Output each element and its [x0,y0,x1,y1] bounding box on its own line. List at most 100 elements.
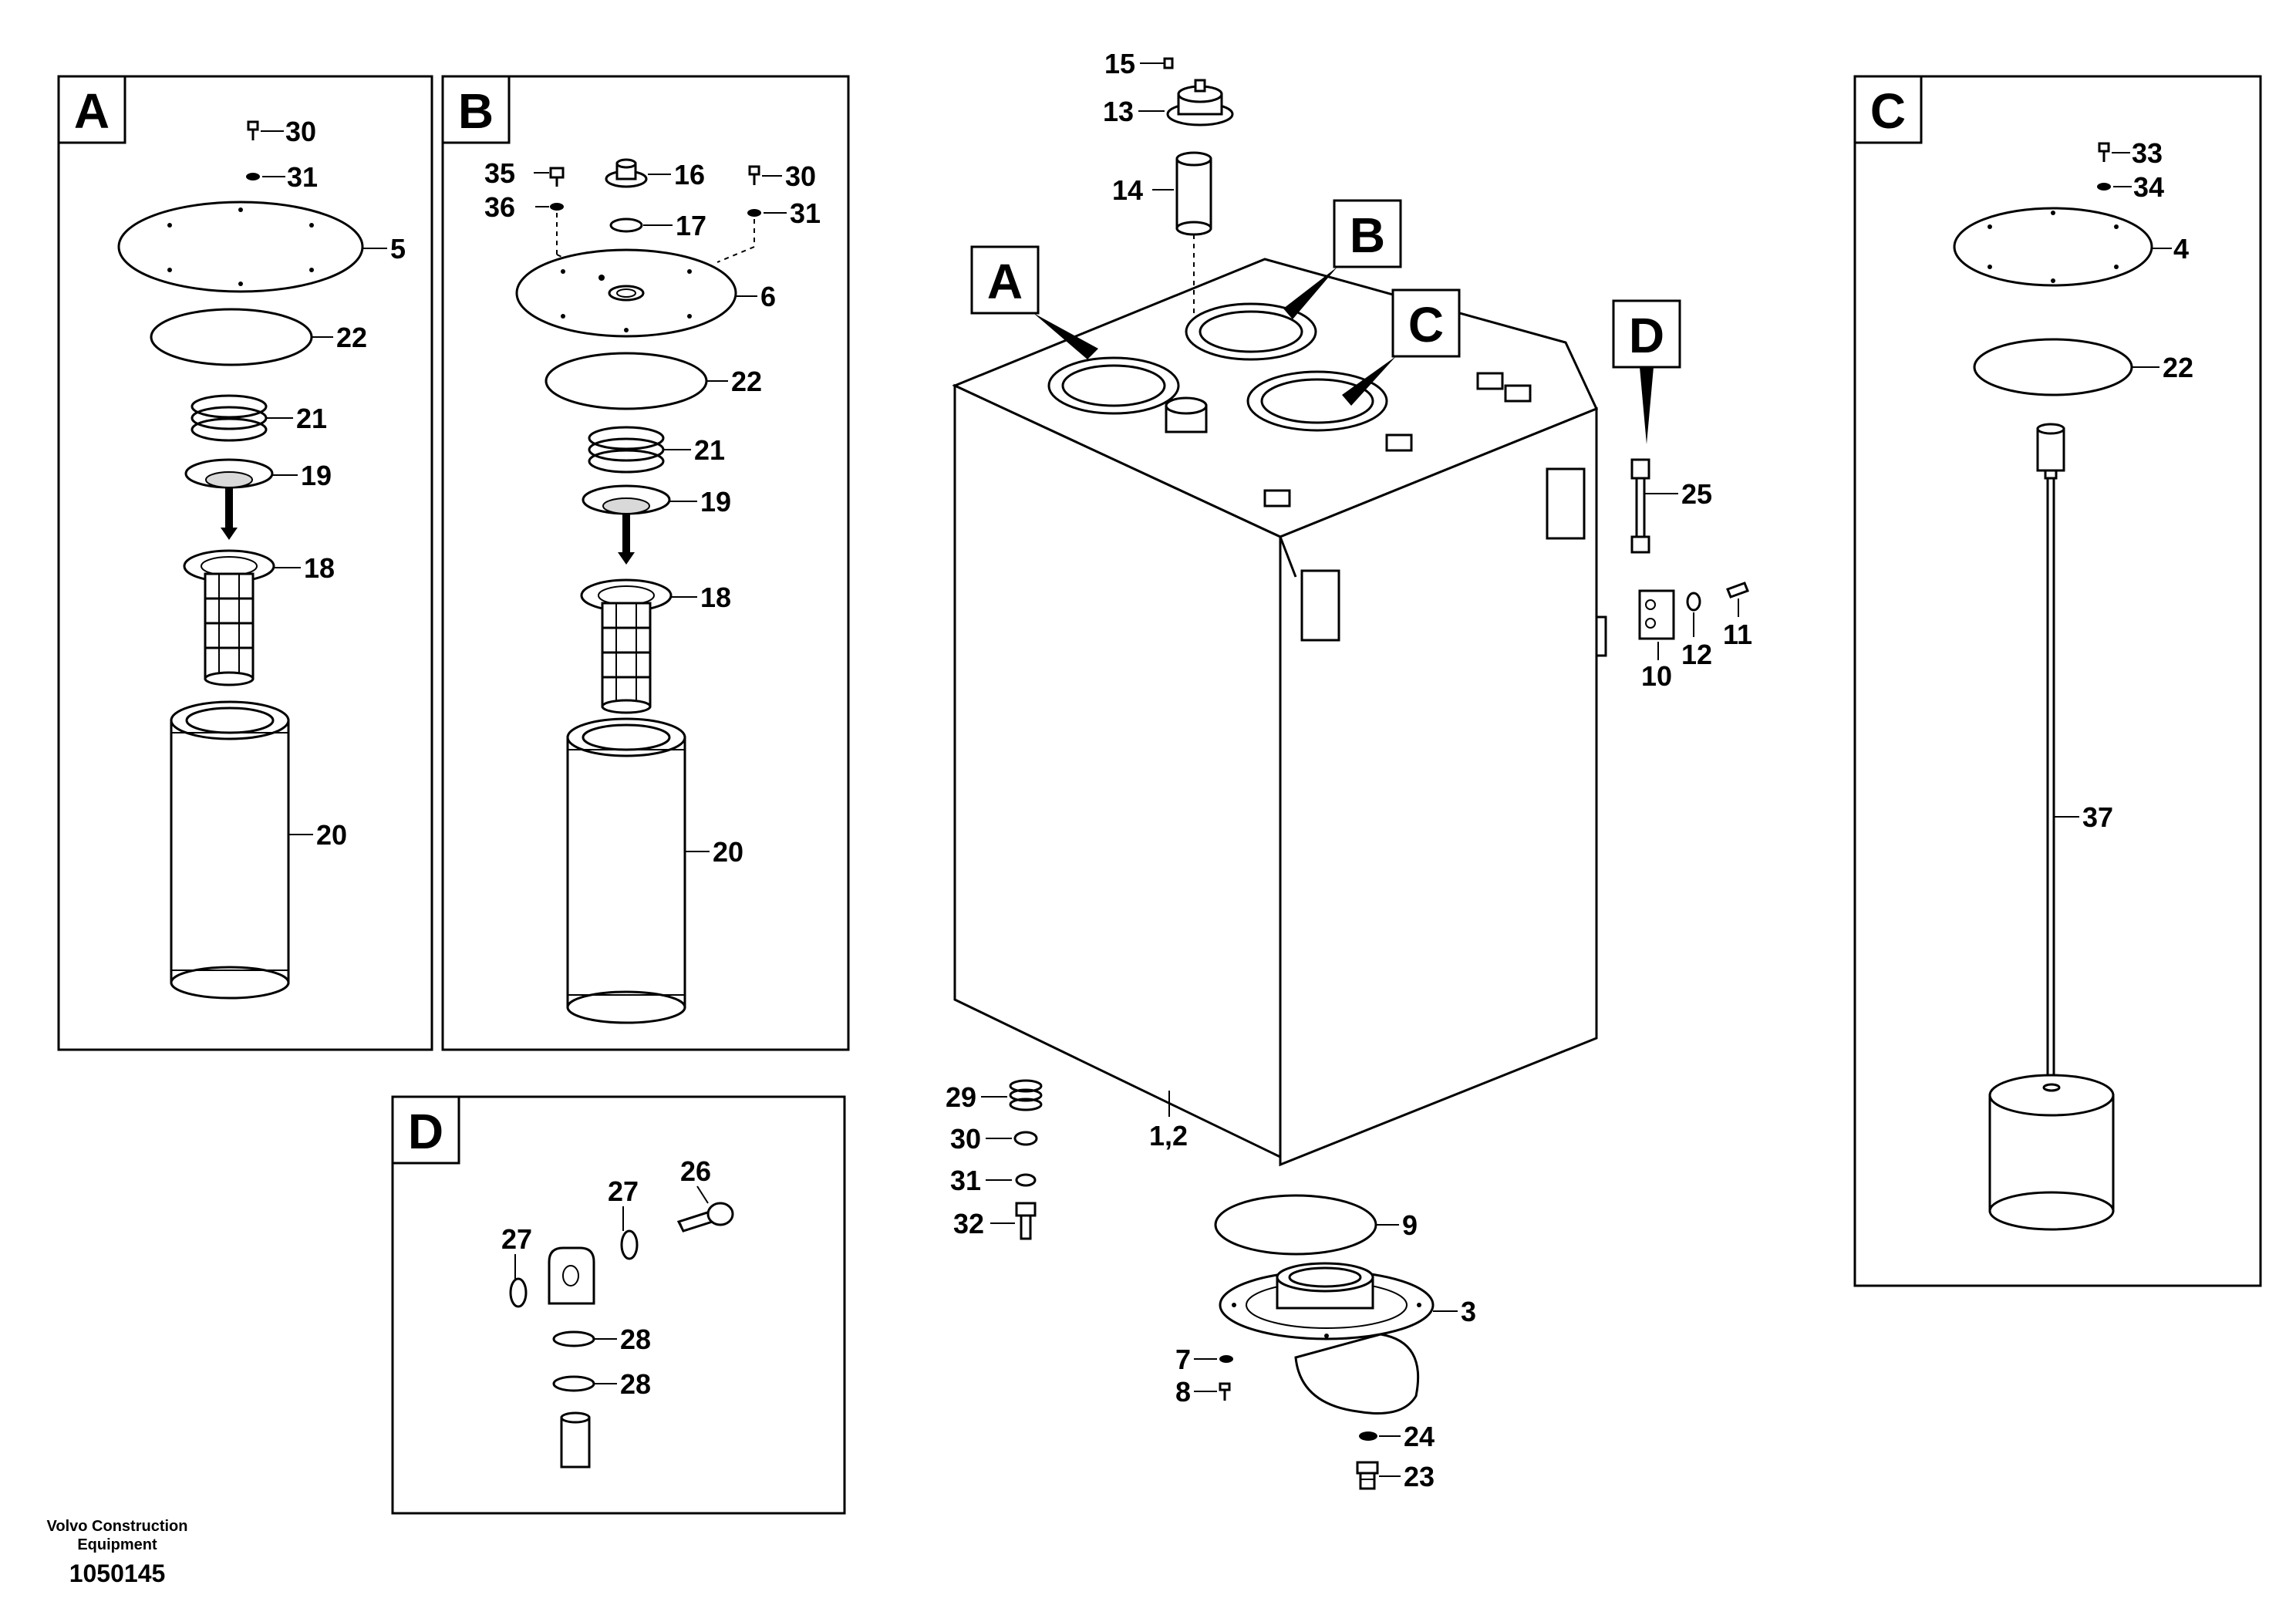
o-ring [150,308,313,366]
panel-d: D 27 27 26 28 28 [391,1095,846,1515]
part-number: 17 [676,210,706,241]
bracket-icon [1638,589,1675,640]
part-number: 32 [953,1208,984,1239]
part-number: 16 [674,159,705,191]
drain-plug-icon [1356,1461,1379,1490]
washer-icon [246,173,260,180]
part-number: 24 [1404,1421,1435,1452]
part-number: 20 [713,836,743,868]
o-ring [509,1277,528,1308]
callout-a: A [970,245,1098,359]
bypass-valve [184,458,274,540]
o-ring [544,352,708,410]
part-number: 30 [785,160,816,192]
tube [1175,151,1212,236]
part-number: 22 [336,322,367,353]
panel-a-label: A [74,83,110,139]
part-number: 36 [484,191,515,223]
company-line-2: Equipment [77,1536,157,1553]
filler-cap [605,158,648,188]
part-number: 12 [1681,639,1712,670]
washer-icon [1013,1131,1038,1146]
strainer-basket [183,549,275,686]
part-number: 18 [700,582,731,613]
screw-icon [748,165,760,185]
svg-text:B: B [1350,207,1385,263]
spring [190,394,268,442]
part-number: 19 [700,486,731,518]
part-number: 30 [950,1123,981,1155]
bolt-icon [549,167,565,187]
sight-glass-block [548,1246,595,1305]
part-number: 21 [694,434,725,466]
part-number: 6 [760,281,776,312]
banjo-bolt [676,1202,734,1233]
part-number: 8 [1175,1376,1191,1408]
o-ring [1214,1194,1377,1256]
part-number: 23 [1404,1461,1435,1492]
washer-icon [1015,1173,1037,1187]
part-number: 28 [620,1324,651,1355]
o-ring [620,1229,639,1260]
part-number: 31 [287,161,318,193]
washer-icon [550,203,564,211]
bypass-valve [582,484,671,565]
washer-icon [747,209,761,217]
part-number: 31 [790,197,821,229]
part-number: 18 [304,552,335,584]
part-number: 13 [1103,96,1134,127]
part-number: 30 [285,116,316,147]
part-number: 25 [1681,478,1712,510]
svg-text:C: C [1408,297,1444,352]
tube [560,1411,591,1469]
panel-c: C 33 34 4 22 [1853,75,2262,1287]
svg-text:A: A [987,254,1023,309]
hydraulic-tank [952,258,1607,1167]
part-number: 21 [296,403,327,434]
spring-clip-icon [1009,1079,1043,1111]
panel-b: B 35 36 16 17 30 [441,75,850,1051]
part-number: 34 [2133,171,2164,203]
company-line-1: Volvo Construction [47,1518,188,1535]
part-number: 22 [731,366,762,397]
bolt-icon [1015,1202,1037,1240]
screw-icon [1163,57,1174,69]
part-number: 7 [1175,1344,1191,1375]
panel-d-label: D [408,1104,443,1159]
callout-d: D [1612,299,1681,444]
seal-ring [609,218,643,233]
washer-icon [1359,1431,1377,1441]
washer-icon [1686,592,1701,612]
washer-icon [2097,183,2111,191]
part-number: 27 [608,1175,639,1207]
suction-flange [1219,1262,1435,1415]
level-sensor [1988,423,2115,1231]
part-number: 27 [501,1223,532,1255]
drawing-number: 1050145 [69,1560,166,1587]
cover-plate [515,248,737,338]
panel-c-label: C [1870,83,1906,139]
part-number: 1,2 [1149,1120,1188,1152]
o-ring [1973,338,2133,396]
strainer-basket [580,578,673,714]
screw-icon [1726,582,1749,599]
part-number: 3 [1461,1296,1476,1327]
part-number: 31 [950,1165,981,1196]
part-number: 22 [2163,352,2193,383]
part-number: 11 [1723,619,1752,650]
part-number: 4 [2173,233,2189,265]
sight-glass [1630,458,1650,554]
part-number: 9 [1402,1209,1418,1241]
filter-cartridge [566,717,686,1024]
filter-cartridge [170,700,290,1000]
washer-icon [1219,1355,1233,1363]
svg-text:D: D [1629,308,1664,363]
callout-c: C [1342,288,1461,406]
part-number: 29 [946,1081,976,1113]
callout-b: B [1283,199,1402,319]
cover-plate [117,201,364,293]
part-number: 26 [680,1155,711,1187]
part-number: 28 [620,1368,651,1400]
part-number: 14 [1112,174,1143,206]
